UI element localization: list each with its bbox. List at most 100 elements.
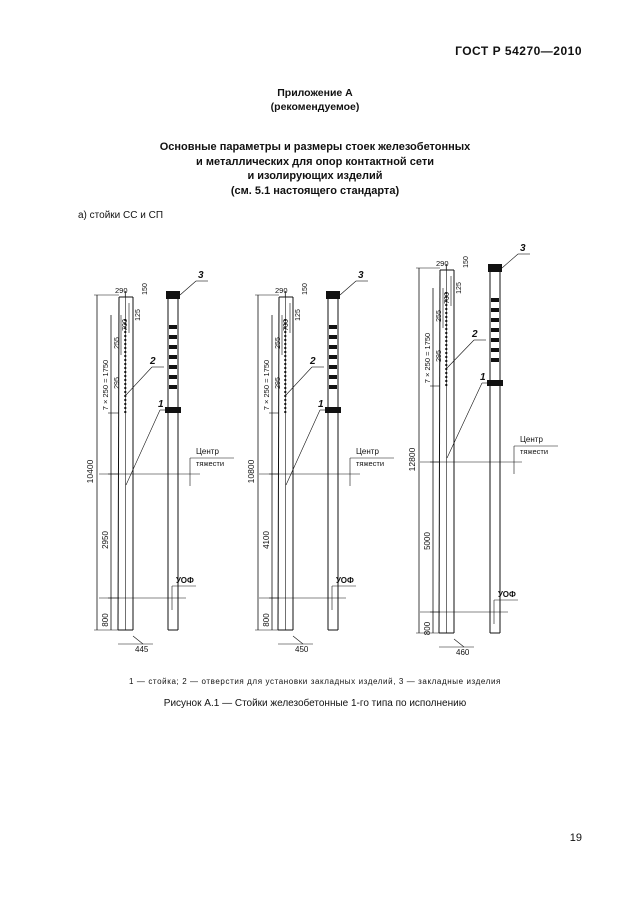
dimension-150: 150 [302, 283, 309, 295]
callout-2-leader [125, 366, 153, 396]
dimension-diameter: 450 [295, 645, 309, 654]
callout-1-leader [285, 409, 321, 486]
dimension-total: 10800 [246, 459, 256, 483]
dimension-700: 700 [444, 292, 451, 304]
embedded-part-top [488, 264, 502, 272]
embedded-part [169, 355, 177, 359]
embedded-part [329, 335, 337, 339]
center-gravity-label-2: тяжести [356, 459, 384, 468]
dimension-125: 125 [135, 309, 142, 321]
title-line-3: и изолирующих изделий [247, 170, 383, 182]
center-gravity-label: Центр [356, 447, 379, 456]
embedded-part [329, 355, 337, 359]
dimension-lower: 4100 [262, 531, 271, 549]
pole-front-view [165, 291, 181, 631]
embedded-part [491, 338, 499, 342]
figure-caption: Рисунок А.1 — Стойки железобетонные 1-го… [163, 698, 467, 709]
page-number: 19 [569, 832, 582, 844]
dimension-base: 800 [101, 613, 110, 627]
callout-1-leader [446, 382, 483, 459]
dimension-290: 290 [436, 259, 449, 268]
pole-left-edge [438, 269, 441, 634]
annex-heading: Приложение А (рекомендуемое) [0, 86, 630, 114]
center-gravity-label-2: тяжести [520, 447, 548, 456]
embedded-part [169, 335, 177, 339]
dimension-total: 12800 [407, 447, 417, 471]
embedded-part-top [166, 291, 180, 299]
dimension-base: 800 [423, 621, 432, 635]
dimension-255: 255 [114, 337, 121, 349]
callout-3: 3 [520, 243, 526, 254]
dimension-total: 10400 [85, 459, 95, 483]
embedded-part-bottom [165, 407, 181, 413]
embedded-part [329, 325, 337, 329]
embedded-part [169, 375, 177, 379]
dimension-pitch: 7 × 250 = 1750 [262, 360, 271, 410]
ground-level-label: УОФ [498, 590, 516, 599]
dimension-150: 150 [463, 256, 470, 268]
pole-front-view [325, 291, 341, 631]
title-line-2: и металлических для опор контактной сети [196, 155, 434, 168]
embedded-part [491, 308, 499, 312]
dimension-pitch: 7 × 250 = 1750 [101, 360, 110, 410]
embedded-part [491, 358, 499, 362]
pole-left-edge [277, 296, 280, 631]
dimension-lower: 2950 [101, 531, 110, 549]
embedded-part [329, 375, 337, 379]
embedded-part [491, 318, 499, 322]
annex-status: (рекомендуемое) [270, 101, 360, 113]
subsection-label: а) стойки СС и СП [78, 210, 164, 221]
callout-1: 1 [480, 372, 486, 383]
embedded-part [491, 298, 499, 302]
embedded-part [169, 345, 177, 349]
embedded-part [169, 385, 177, 389]
ground-level-label: УОФ [336, 576, 354, 585]
diameter-leader [132, 635, 144, 645]
dimension-diameter: 445 [135, 645, 149, 654]
callout-3-leader [339, 280, 357, 296]
embedded-part [169, 325, 177, 329]
embedded-part [491, 328, 499, 332]
dimension-diameter: 460 [456, 648, 470, 657]
callout-2: 2 [309, 356, 316, 367]
ground-level-label: УОФ [176, 576, 194, 585]
embedded-part [329, 385, 337, 389]
callout-2-leader [446, 339, 475, 369]
dimension-base: 800 [262, 613, 271, 627]
dimension-290: 290 [115, 286, 128, 295]
pole-drawings: 10400 7 × 250 = 1750 2950 800 255 295 700 125 15… [85, 243, 558, 657]
diameter-leader [453, 638, 465, 648]
center-gravity-label-2: тяжести [196, 459, 224, 468]
dimension-290: 290 [275, 286, 288, 295]
callout-2-leader [285, 366, 313, 396]
document-standard-number: ГОСТ Р 54270—2010 [455, 44, 582, 58]
callout-3-leader [501, 253, 519, 269]
callout-2: 2 [471, 329, 478, 340]
title-line-1: Основные параметры и размеры стоек желез… [159, 141, 471, 153]
embedded-part-bottom [487, 380, 503, 386]
callout-1: 1 [318, 399, 324, 410]
dimension-295: 295 [436, 350, 443, 362]
embedded-part [491, 348, 499, 352]
pole-left-edge [117, 296, 120, 631]
dimension-125: 125 [456, 282, 463, 294]
center-gravity-label: Центр [520, 435, 543, 444]
annex-title: Основные параметры и размеры стоек желез… [0, 140, 630, 198]
title-line-4: (см. 5.1 настоящего стандарта) [230, 184, 400, 197]
dimension-pitch: 7 × 250 = 1750 [423, 333, 432, 383]
dimension-255: 255 [275, 337, 282, 349]
dimension-295: 295 [114, 377, 121, 389]
pole-front-view [487, 264, 503, 634]
callout-3: 3 [358, 270, 364, 281]
callout-2: 2 [149, 356, 156, 367]
dimension-700: 700 [283, 319, 290, 331]
dimension-700: 700 [122, 319, 129, 331]
embedded-part [329, 365, 337, 369]
figure-legend: 1 — стойка; 2 — отверстия для установки … [129, 677, 501, 686]
callout-1: 1 [158, 399, 164, 410]
callout-1-leader [125, 409, 161, 486]
annex-label: Приложение А [277, 87, 353, 99]
